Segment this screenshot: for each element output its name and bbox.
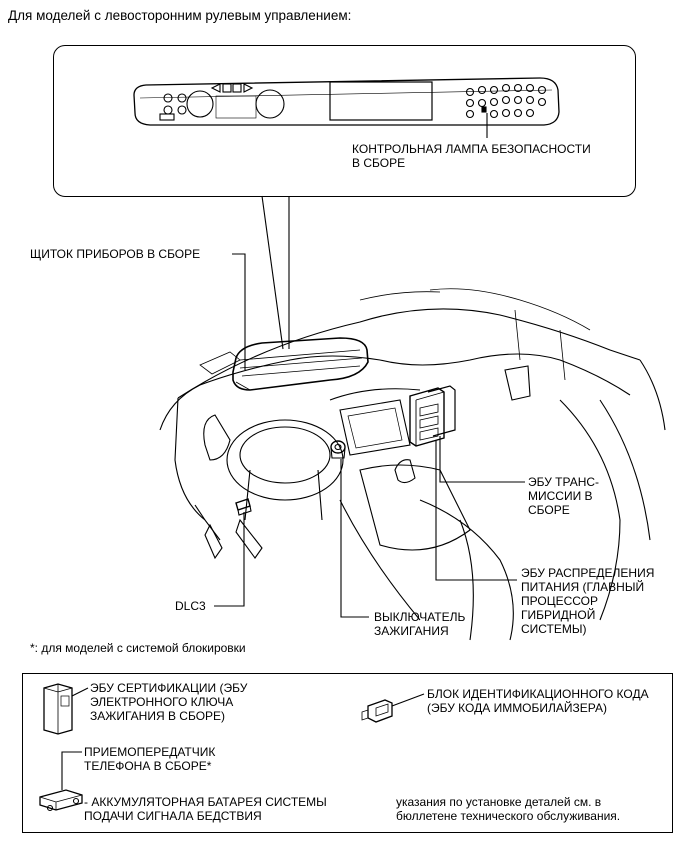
dlc3-label: DLC3 [175,599,206,613]
cluster-zoom-frame [53,45,636,197]
trans-ecu-label: ЭБУ ТРАНС- МИССИИ В СБОРЕ [528,475,600,517]
switch-cluster-right [465,83,547,119]
power-ecu-label: ЭБУ РАСПРЕДЕЛЕНИЯ ПИТАНИЯ (ГЛАВНЫЙ ПРОЦЕ… [521,566,655,636]
power-ecu-leader [435,440,517,581]
legend-box [22,673,673,833]
transceiver-label: ПРИЕМОПЕРЕДАТЧИК ТЕЛЕФОНА В СБОРЕ* [84,745,216,773]
id-box-label: БЛОК ИДЕНТИФИКАЦИОННОГО КОДА (ЭБУ КОДА И… [427,687,649,715]
phone-transceiver-icon [39,789,83,812]
speedometer-dial [186,90,214,118]
installation-note: указания по установке деталей см. в бюлл… [396,795,621,823]
ignition-leader [340,459,369,618]
battery-label: - АККУМУЛЯТОРНАЯ БАТАРЕЯ СИСТЕМЫ ПОДАЧИ … [84,795,327,823]
id-code-box-icon [361,699,393,723]
ecu-stack [409,385,456,447]
cert-ecu-label: ЭБУ СЕРТИФИКАЦИИ (ЭБУ ЭЛЕКТРОННОГО КЛЮЧА… [90,681,248,723]
security-lamp-label: КОНТРОЛЬНАЯ ЛАМПА БЕЗОПАСНОСТИ В СБОРЕ [352,142,591,170]
cert-ecu-icon [43,683,73,735]
dlc3-connector [235,498,252,516]
cluster-enlarged [133,77,560,126]
trans-ecu-leader [439,436,525,483]
security-lamp-marker [481,106,487,113]
page-title: Для моделей с левосторонним рулевым упра… [8,8,352,23]
center-display [329,81,433,121]
footnote: *: для моделей с системой блокировки [30,641,246,655]
dlc3-leader [214,512,245,607]
cluster-label: ЩИТОК ПРИБОРОВ В СБОРЕ [30,247,201,261]
zoom-pointer-left [261,195,284,350]
dashboard-body [159,288,666,641]
ignition-switch [330,440,346,459]
cluster-leader [232,253,246,370]
ignition-label: ВЫКЛЮЧАТЕЛЬ ЗАЖИГАНИЯ [374,610,466,638]
cluster-installed [232,337,369,391]
